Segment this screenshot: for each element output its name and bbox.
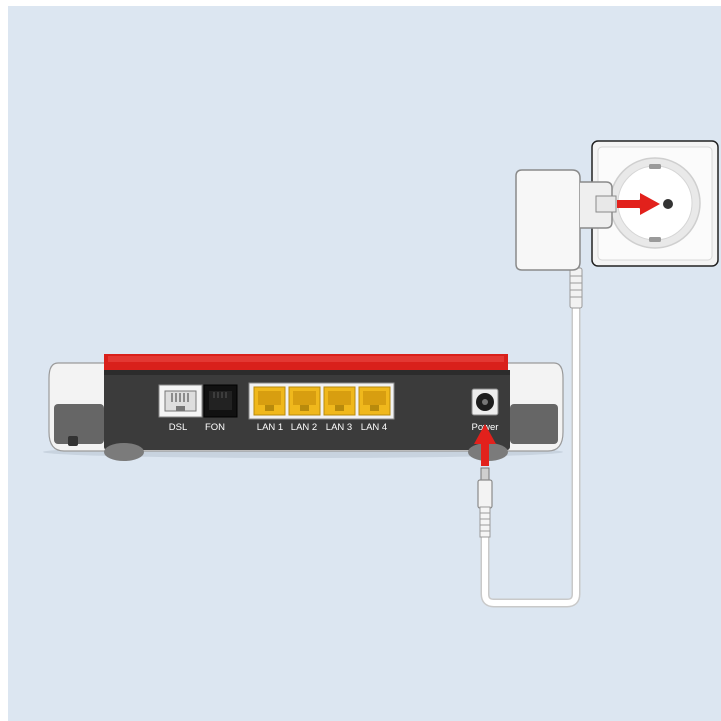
lan2-label: LAN 2 <box>291 422 317 433</box>
dsl-label: DSL <box>169 422 187 433</box>
fon-label: FON <box>205 422 225 433</box>
fon-port[interactable] <box>203 384 238 418</box>
power-cable <box>480 267 583 608</box>
arrow-icon-socket <box>617 193 660 215</box>
lan-port-2[interactable] <box>288 386 321 416</box>
socket-hole-right <box>663 199 673 209</box>
lan-port-3[interactable] <box>323 386 356 416</box>
dsl-port[interactable] <box>158 384 203 418</box>
lan1-label: LAN 1 <box>257 422 283 433</box>
router-left-end <box>54 404 104 444</box>
ground-clip-top <box>649 164 661 169</box>
router-right-end <box>510 404 558 444</box>
dc-plug <box>477 467 493 538</box>
adapter-strain-relief <box>569 267 583 309</box>
lan-port-1[interactable] <box>253 386 286 416</box>
lan4-label: LAN 4 <box>361 422 387 433</box>
router-foot-left <box>104 443 144 461</box>
power-adapter-plug <box>515 169 617 271</box>
power-jack[interactable] <box>471 388 499 416</box>
lan-port-4[interactable] <box>358 386 391 416</box>
ground-clip-bottom <box>649 237 661 242</box>
arrow-icon-power <box>474 424 496 466</box>
lan3-label: LAN 3 <box>326 422 352 433</box>
